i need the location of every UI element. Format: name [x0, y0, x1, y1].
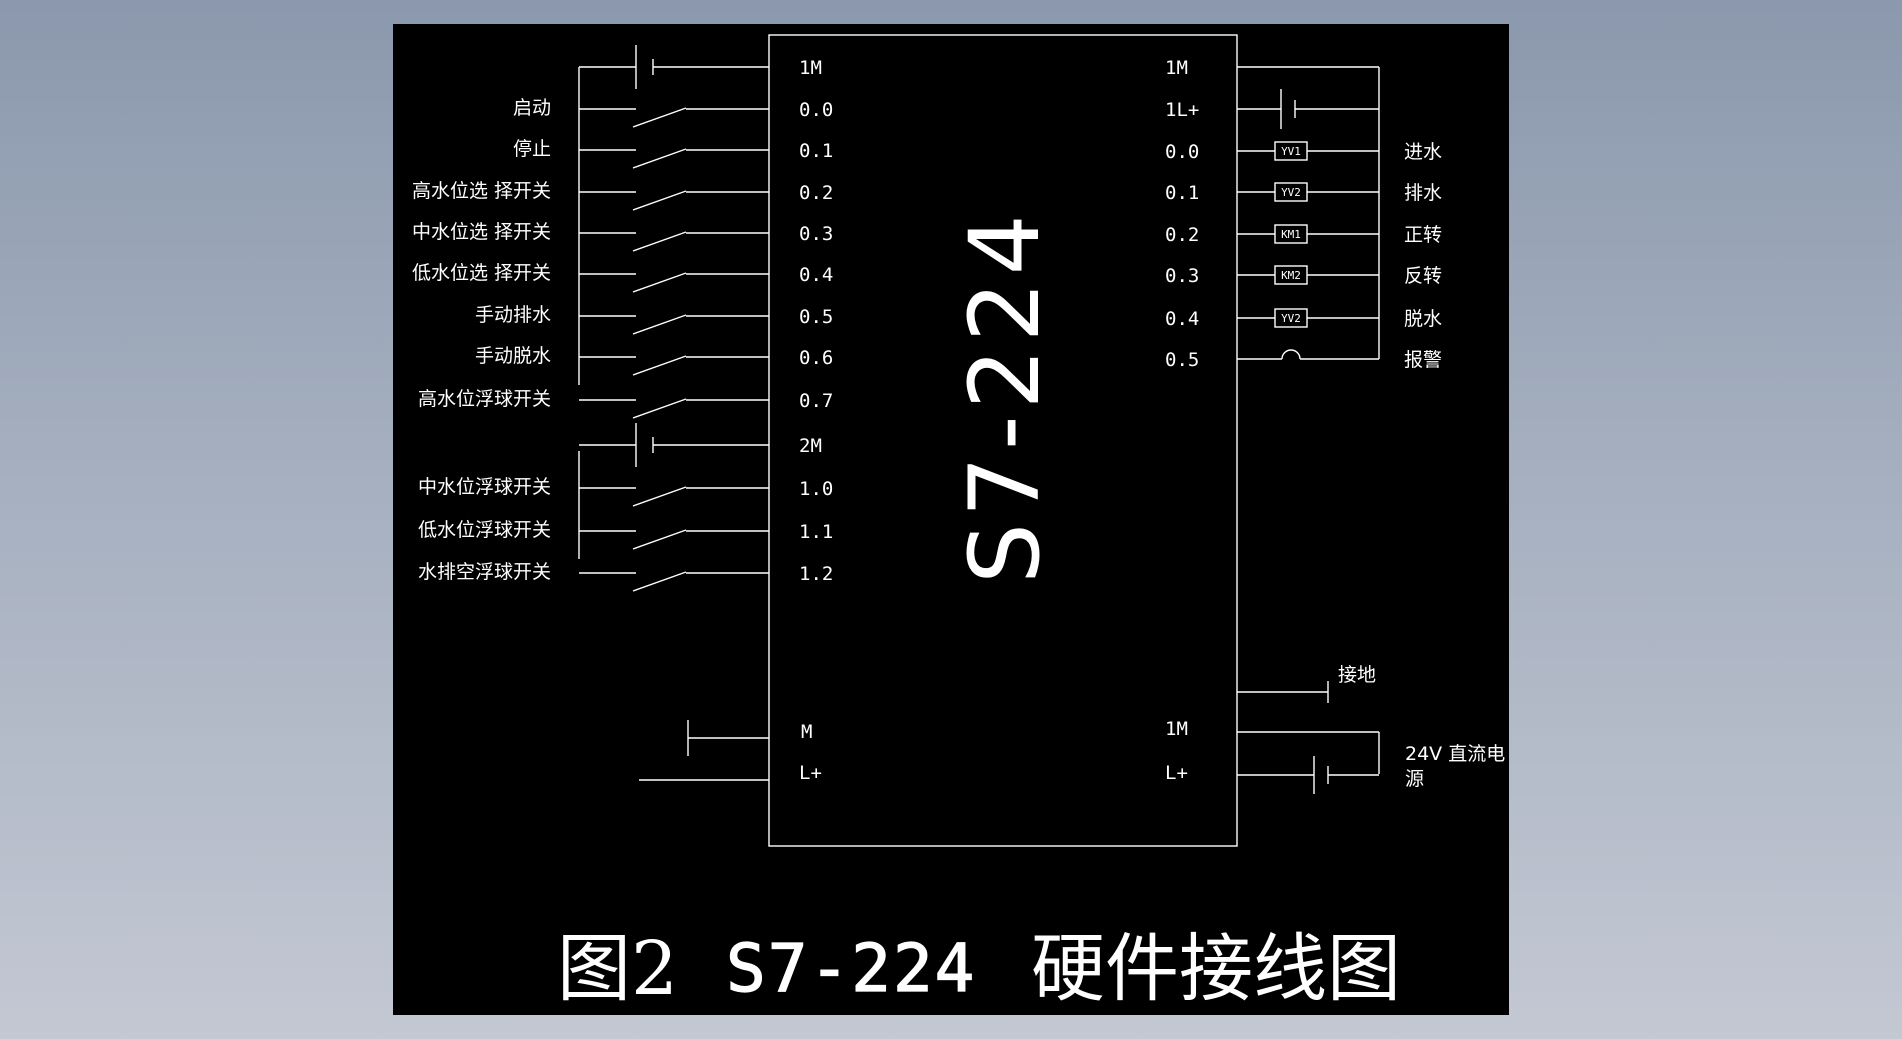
output-pin-4: 0.2: [1165, 224, 1199, 246]
output-pin-3: 0.1: [1165, 182, 1199, 204]
plc-model-label: S7-224: [949, 208, 1061, 584]
input-switch-blade: [632, 571, 687, 592]
input-switch-blade: [632, 272, 687, 293]
pin-left-lplus: L+: [799, 762, 822, 784]
input-label-10: 中水位浮球开关: [418, 476, 551, 498]
caption-figure-number: 图2: [557, 926, 678, 1012]
input-label-8: 高水位浮球开关: [418, 388, 551, 410]
input-label-3: 高水位选 择开关: [412, 180, 551, 202]
caption-title: 硬件接线图: [1031, 926, 1401, 1012]
output-label-6: 脱水: [1404, 308, 1442, 330]
ground-label: 接地: [1338, 664, 1376, 686]
caption-model: S7-224: [726, 930, 976, 1007]
input-pin-1: 0.0: [799, 99, 833, 121]
input-pin-8: 0.7: [799, 390, 833, 412]
input-pin-6: 0.5: [799, 306, 833, 328]
output-device-3: YV2: [1281, 186, 1301, 199]
output-pin-2: 0.0: [1165, 141, 1199, 163]
output-pin-1: 1L+: [1165, 99, 1199, 121]
output-device-4: KM1: [1281, 228, 1301, 241]
input-label-1: 启动: [513, 97, 551, 119]
input-label-5: 低水位选 择开关: [412, 262, 551, 284]
input-pin-12: 1.2: [799, 563, 833, 585]
input-label-2: 停止: [513, 138, 551, 160]
input-switch-blade: [632, 314, 687, 335]
input-pin-5: 0.4: [799, 264, 833, 286]
pin-right-lplus: L+: [1165, 762, 1188, 784]
output-label-5: 反转: [1404, 265, 1442, 287]
output-pin-6: 0.4: [1165, 308, 1199, 330]
input-pin-10: 1.0: [799, 478, 833, 500]
input-label-12: 水排空浮球开关: [418, 561, 551, 583]
output-pin-0: 1M: [1165, 57, 1188, 79]
input-wiring: 1M 0.0 启动 0.1 停止 0.2 高水位选 择开关 0.3 中水位选 择开关 0.4 低水位…: [412, 45, 833, 592]
pin-left-m: M: [801, 721, 812, 743]
input-label-4: 中水位选 择开关: [412, 221, 551, 243]
input-label-7: 手动脱水: [475, 345, 551, 367]
input-switch-blade: [632, 486, 687, 507]
output-device-2: YV1: [1281, 145, 1301, 158]
cad-drawing-canvas[interactable]: S7-224 1M 0.0 启动 0.1 停止 0.2 高水位选 择开关 0.3 中水位选 择开…: [393, 24, 1509, 1015]
input-switch-blade: [632, 355, 687, 376]
input-pin-4: 0.3: [799, 223, 833, 245]
input-pin-2: 0.1: [799, 140, 833, 162]
input-switch-blade: [632, 107, 687, 128]
input-switch-blade: [632, 231, 687, 252]
output-label-2: 进水: [1404, 141, 1442, 163]
supply-label-line1: 24V 直流电: [1405, 743, 1505, 765]
input-label-6: 手动排水: [475, 304, 551, 326]
input-pin-3: 0.2: [799, 182, 833, 204]
power-wiring: M L+ 1M L+ 接地 24V 直流电 源: [639, 664, 1505, 794]
alarm-bell-symbol: [1281, 349, 1301, 360]
input-pin-7: 0.6: [799, 347, 833, 369]
input-switch-blade: [632, 398, 687, 419]
output-label-4: 正转: [1404, 224, 1442, 246]
plc-module-box: [768, 34, 1238, 847]
pin-right-1m: 1M: [1165, 718, 1188, 740]
input-switch-blade: [632, 190, 687, 211]
input-switch-blade: [632, 148, 687, 169]
output-device-6: YV2: [1281, 312, 1301, 325]
output-label-7: 报警: [1404, 349, 1442, 371]
output-pin-5: 0.3: [1165, 265, 1199, 287]
input-pin-0: 1M: [799, 57, 822, 79]
output-device-5: KM2: [1281, 269, 1301, 282]
input-switch-blade: [632, 529, 687, 550]
output-label-3: 排水: [1404, 182, 1442, 204]
input-pin-9: 2M: [799, 435, 822, 457]
input-label-11: 低水位浮球开关: [418, 519, 551, 541]
input-pin-11: 1.1: [799, 521, 833, 543]
output-pin-7: 0.5: [1165, 349, 1199, 371]
figure-caption: 图2 S7-224 硬件接线图: [557, 926, 1401, 1012]
supply-label-line2: 源: [1405, 768, 1424, 790]
